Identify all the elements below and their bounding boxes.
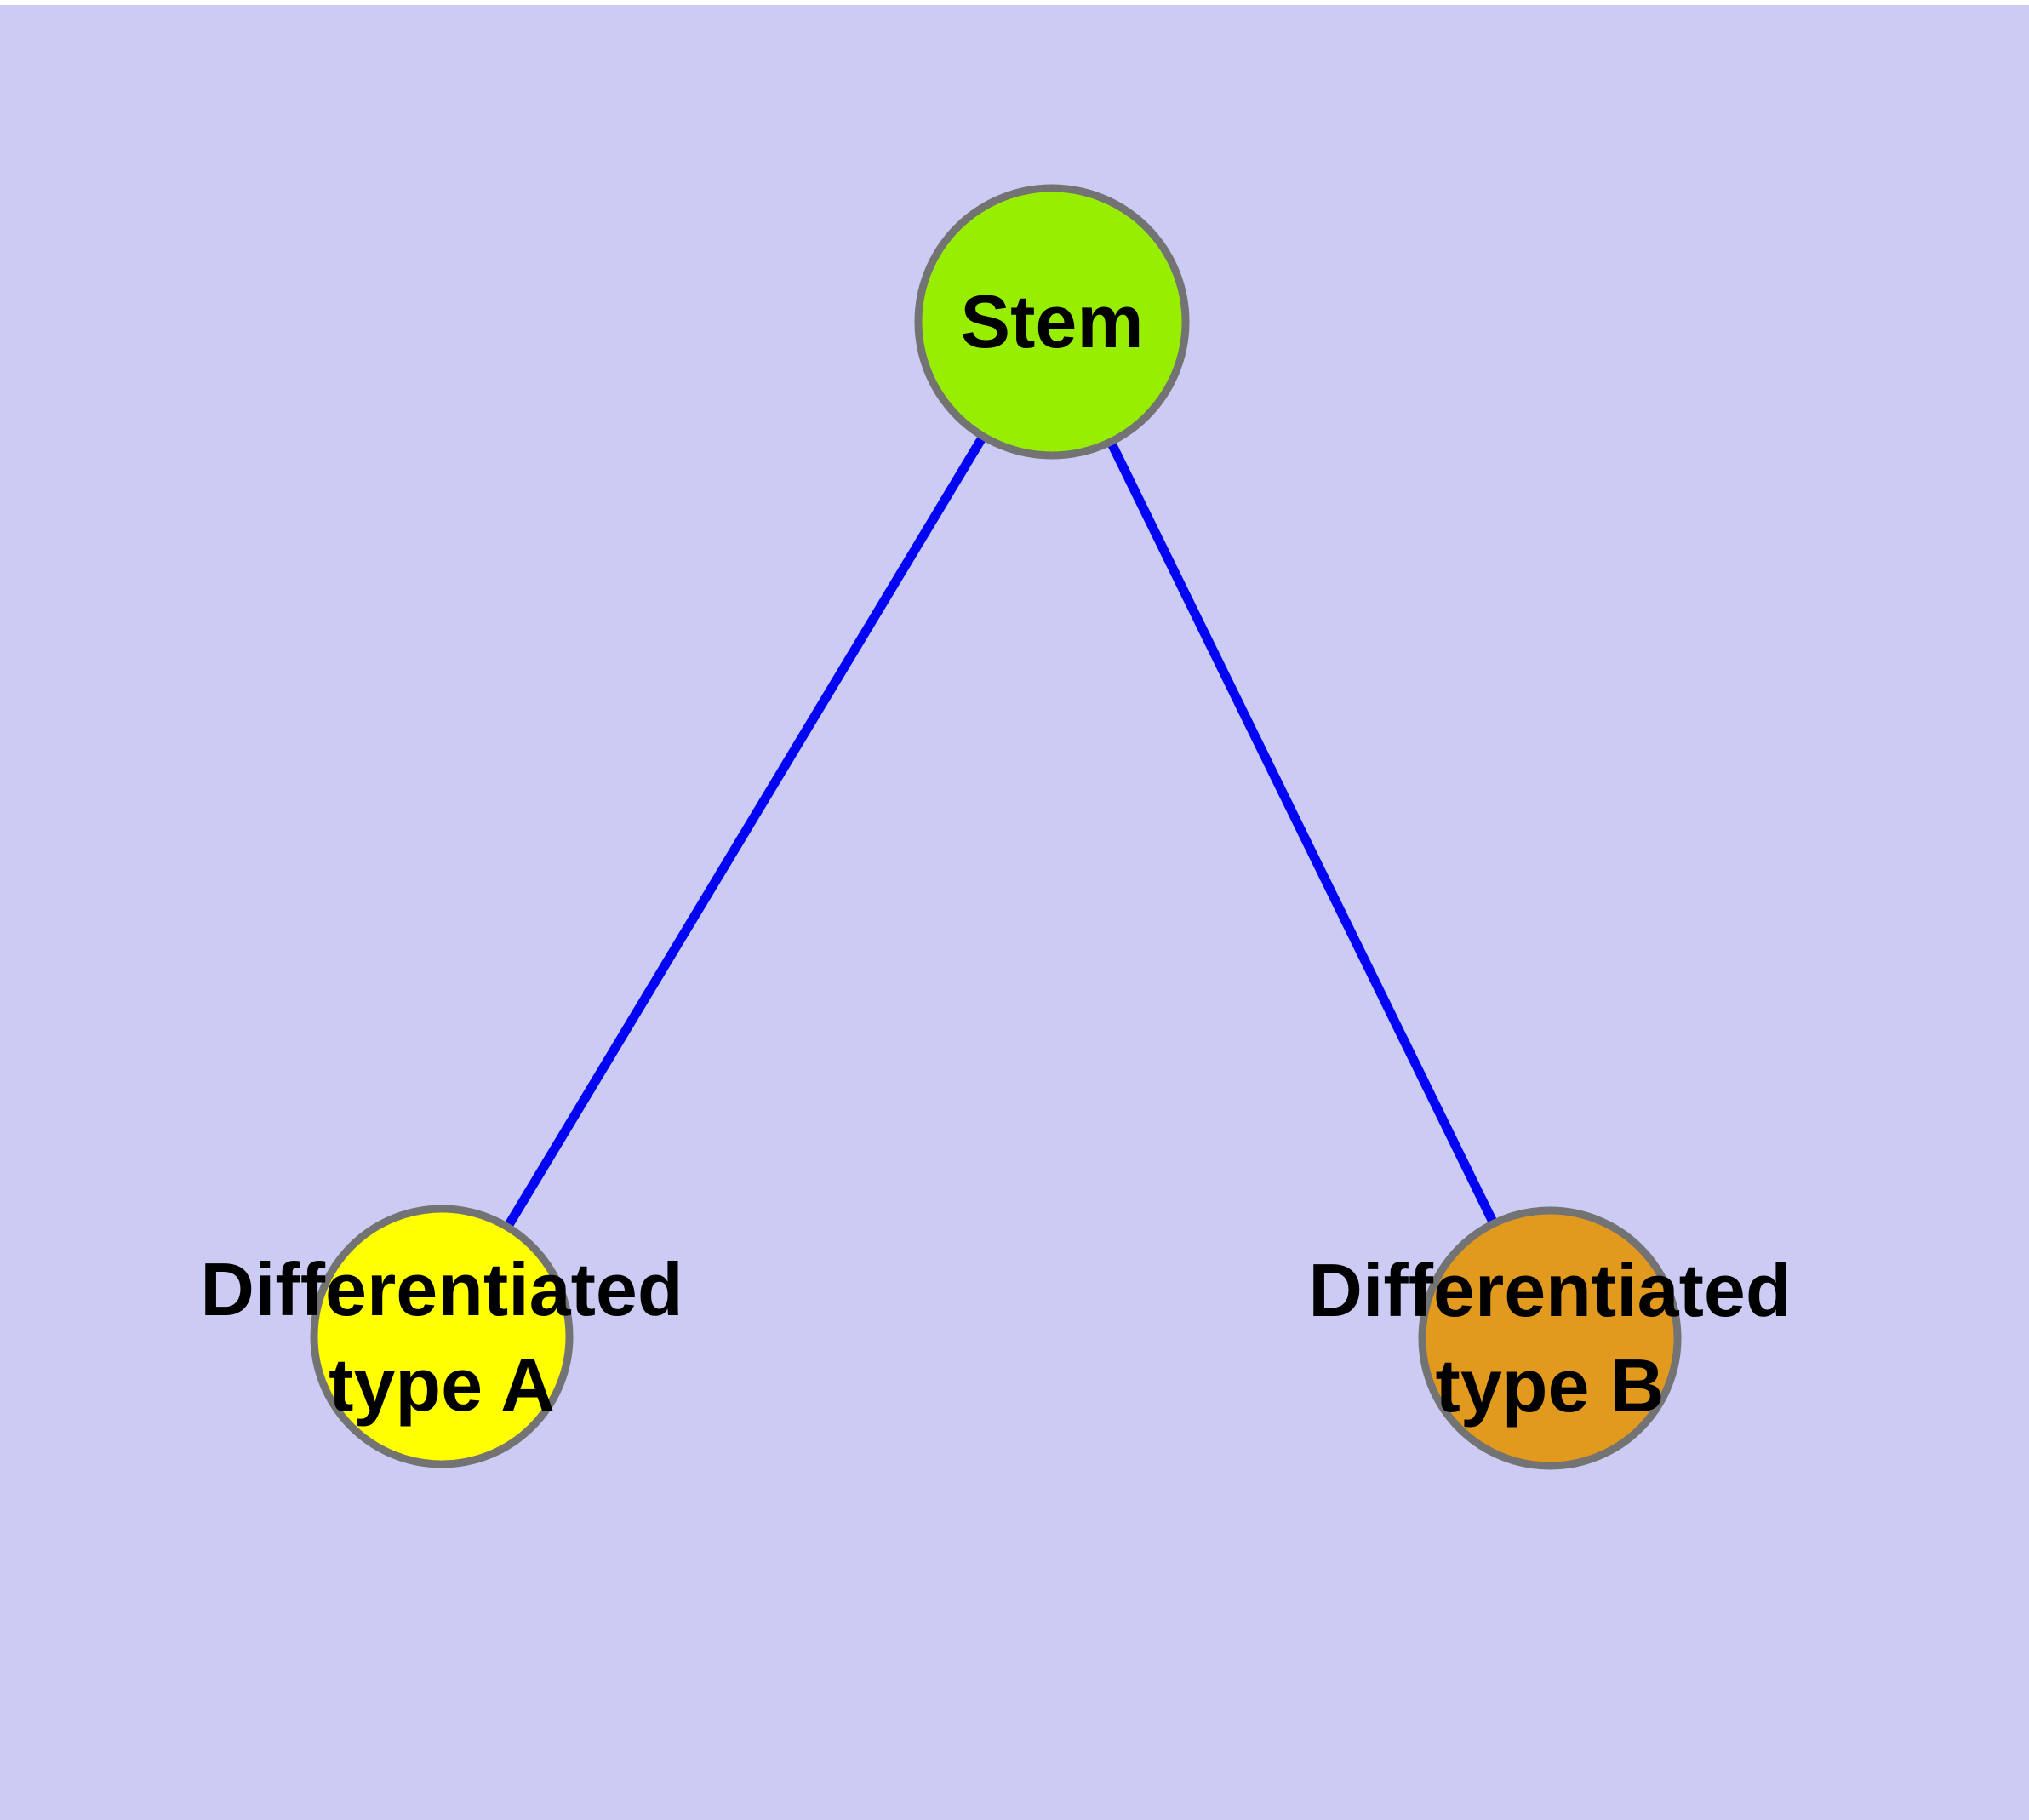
node-stem-label-line: Stem xyxy=(960,279,1144,363)
node-type-a-circle xyxy=(310,1205,574,1468)
node-type-b-circle xyxy=(1418,1206,1682,1470)
node-type-a-label-line-2: type A xyxy=(329,1342,555,1427)
node-type-b-label-line-2: type B xyxy=(1435,1343,1665,1428)
node-type-a-label-line-1: Differentiated xyxy=(200,1247,683,1331)
node-stem-label: Stem xyxy=(712,274,1392,369)
node-type-b-label-line-1: Differentiated xyxy=(1308,1248,1792,1332)
top-margin-strip xyxy=(0,0,2029,5)
node-type-a-label: Differentiated type A xyxy=(0,1242,952,1433)
node-stem-circle xyxy=(914,184,1190,460)
edge-stem-to-type-a xyxy=(437,319,1056,1339)
edge-stem-to-type-b xyxy=(1048,319,1554,1341)
node-type-b-label: Differentiated type B xyxy=(1039,1243,2029,1434)
